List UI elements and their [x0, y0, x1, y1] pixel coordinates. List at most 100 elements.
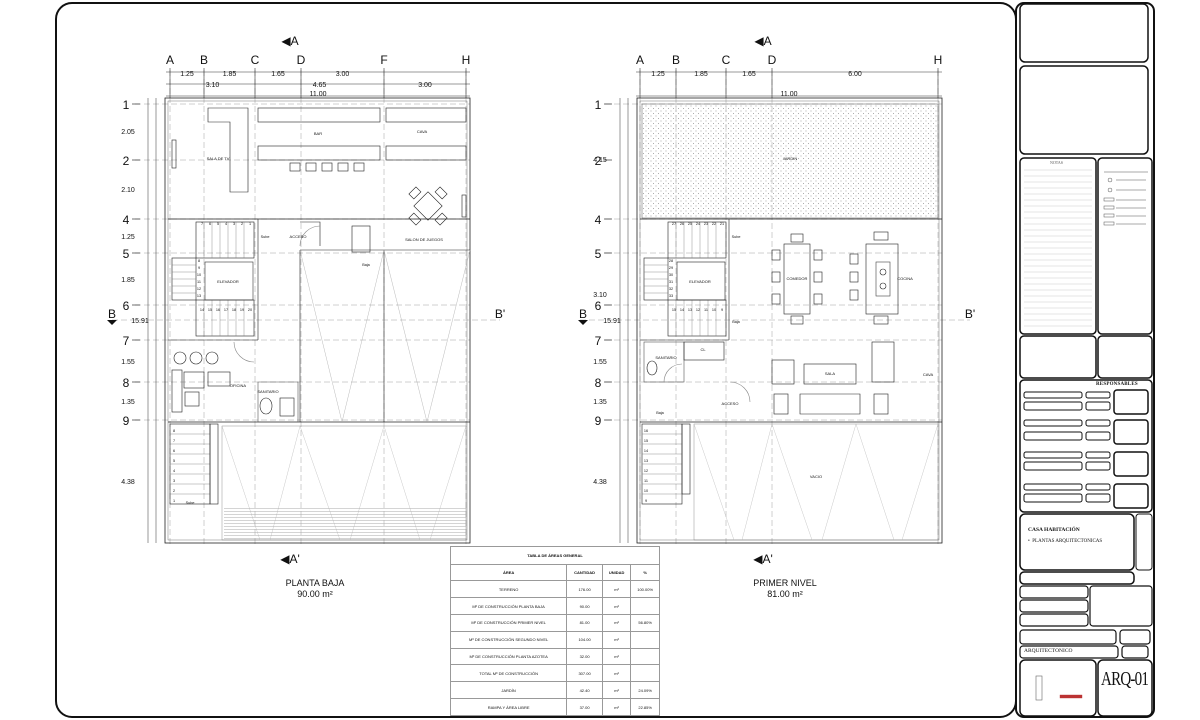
grid-column-label: C [722, 53, 731, 67]
dimension-top: 3.00 [336, 71, 350, 78]
stair-number: 14 [680, 308, 684, 312]
stair-number: 12 [197, 287, 201, 291]
ramp-step-number: 13 [644, 459, 648, 463]
grid-row-label: 5 [595, 247, 602, 261]
grid-row-label: 9 [595, 414, 602, 428]
area-table-cell: 90.00 [566, 597, 603, 615]
project-name: CASA HABITACIÓN [1028, 527, 1080, 533]
area-table-cell: m² [601, 613, 632, 632]
first-plan-name: PRIMER NIVEL [753, 578, 817, 588]
ramp-step-number: 16 [644, 429, 648, 433]
grid-column-label: A [636, 53, 644, 67]
grid-row-label: 8 [123, 376, 130, 390]
stair-number: 12 [696, 308, 700, 312]
room-label-salon_juegos: SALON DE JUEGOS [405, 237, 443, 242]
stair-number: 25 [688, 222, 692, 226]
area-table-cell: 22.85% [630, 698, 660, 716]
stair-number: 7 [201, 222, 203, 226]
stair-number: 10 [712, 308, 716, 312]
area-table-cell: 42.40 [566, 681, 603, 700]
dimension-row: 2.05 [121, 129, 135, 136]
area-table-cell: 104.00 [566, 630, 603, 649]
area-table-cell: m² [601, 580, 632, 599]
ramp-step-number: 1 [173, 499, 175, 503]
room-label-sube2: Sube [186, 501, 195, 505]
room-label-sanitario: SANITARIO [257, 389, 278, 394]
stair-number: 21 [720, 222, 724, 226]
ramp-step-number: 5 [173, 459, 175, 463]
ramp-step-number: 9 [645, 499, 647, 503]
dimension-top: 1.25 [651, 71, 665, 78]
room-label-cava: CAVA [417, 129, 428, 134]
dimension-row: 4.38 [121, 479, 135, 486]
ground-plan-name: PLANTA BAJA [285, 578, 345, 588]
room-label-acceso: ACCESO [722, 401, 739, 406]
area-table-cell: Mº DE CONSTRUCCIÓN PRIMER NIVEL [449, 613, 568, 632]
area-table-cell: 37.00 [566, 698, 603, 716]
room-label-baja2: Baja [656, 411, 664, 415]
area-table-cell [630, 597, 660, 615]
stair-number: 15 [208, 308, 212, 312]
stair-number: 29 [669, 266, 673, 270]
stair-number: 2 [241, 222, 243, 226]
section-mark-bottom: ◀A' [280, 552, 300, 566]
stair-number: 9 [198, 266, 200, 270]
ramp-step-number: 15 [644, 439, 648, 443]
dimension-row: 1.55 [593, 359, 607, 366]
stair-number: 8 [198, 259, 200, 263]
area-table-cell: RAMPA Y ÁREA LIBRE [449, 698, 568, 716]
grid-row-label: 1 [123, 98, 130, 112]
discipline: ARQUITECTONICO [1024, 648, 1073, 654]
area-table-cell: m² [601, 698, 632, 716]
section-mark-right: B' [965, 307, 975, 321]
section-mark-bottom: ◀A' [753, 552, 773, 566]
area-table-cell: Mº DE CONSTRUCCIÓN PLANTA BAJA [449, 597, 568, 615]
grid-row-label: 6 [595, 299, 602, 313]
section-mark-top: ◀A [281, 34, 298, 48]
ground-plan-area: 90.00 m² [297, 589, 333, 599]
sheet-content: • PLANTAS ARQUITECTONICAS [1028, 539, 1103, 544]
section-arrow [578, 320, 588, 325]
area-table-cell: JARDÍN [449, 681, 568, 700]
grid-column-label: C [251, 53, 260, 67]
room-label-cl: CL [700, 347, 706, 352]
room-label-oficina: OFICINA [230, 383, 247, 388]
ramp-step-number: 4 [173, 469, 175, 473]
dimension-mid: 3.00 [418, 82, 432, 89]
section-mark-left: B [108, 307, 116, 321]
dimension-row: 1.35 [121, 399, 135, 406]
section-arrow [107, 320, 117, 325]
area-table-cell: m² [601, 664, 632, 683]
area-table-cell [630, 630, 660, 649]
grid-row-label: 4 [123, 213, 130, 227]
area-table-header-cell: ÁREA [449, 563, 568, 582]
ramp-step-number: 6 [173, 449, 175, 453]
stair-number: 22 [712, 222, 716, 226]
area-table-cell [630, 647, 660, 666]
room-label-cava: CAVA [923, 372, 934, 377]
grid-row-label: 7 [123, 334, 130, 348]
room-label-baja: Baja [732, 320, 740, 324]
stair-number: 9 [721, 308, 723, 312]
room-label-sala_tv: SALA DE TV [207, 156, 230, 161]
stair-number: 16 [216, 308, 220, 312]
room-label-bar: BAR [314, 131, 322, 136]
stair-number: 24 [696, 222, 700, 226]
stair-number: 17 [224, 308, 228, 312]
room-label-acceso: ACCESO [290, 234, 307, 239]
area-table-cell: Mº DE CONSTRUCCIÓN SEGUNDO NIVEL [449, 630, 568, 649]
ramp-step-number: 12 [644, 469, 648, 473]
room-label-jardin: JARDIN [783, 156, 798, 161]
grid-row-label: 2 [595, 154, 602, 168]
dimension-row: 3.10 [593, 292, 607, 299]
dimension-row-total: 15.91 [131, 318, 149, 325]
first-floor-plan [580, 70, 970, 545]
title-block [1015, 2, 1155, 718]
stair-number: 19 [240, 308, 244, 312]
stair-number: 5 [217, 222, 219, 226]
ground-plan-title: PLANTA BAJA 90.00 m² [250, 578, 380, 600]
notas-label: NOTAS [1050, 160, 1064, 165]
grid-row-label: 2 [123, 154, 130, 168]
